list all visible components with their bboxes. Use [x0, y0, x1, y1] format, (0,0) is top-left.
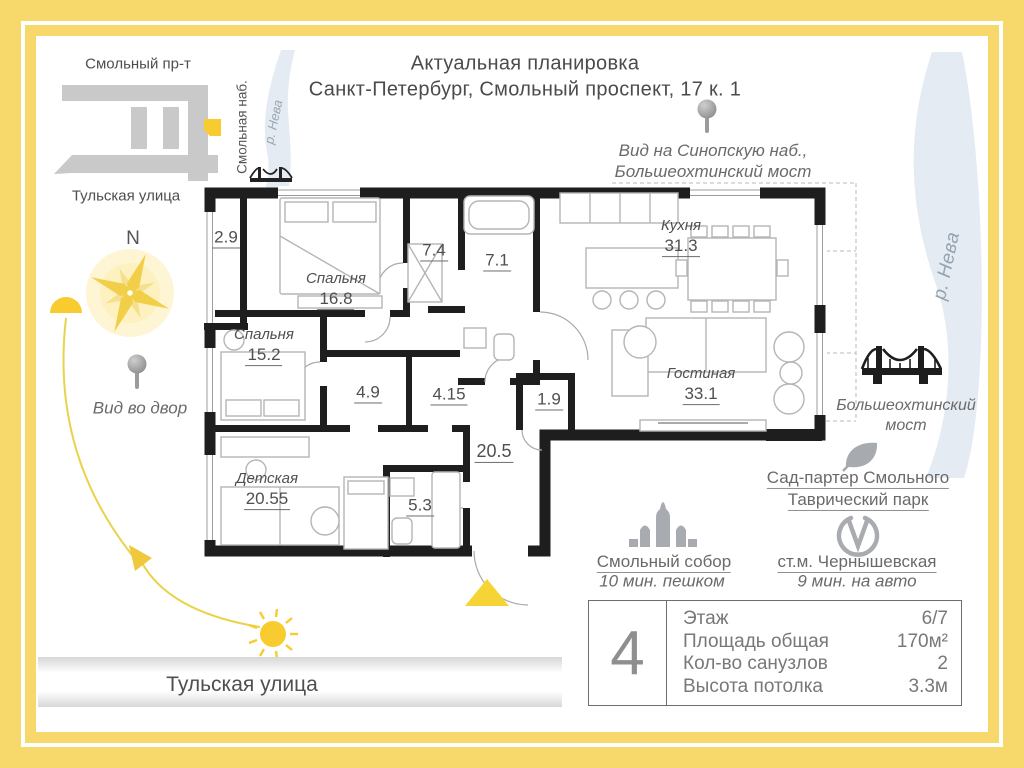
location-marker-icon [204, 119, 221, 136]
metro-link: ст.м. Чернышевская [777, 551, 937, 574]
minimap-bridge-icon [249, 167, 293, 182]
bridge-label-line1: Большеохтинский [836, 397, 976, 414]
bridge-label-line2: мост [885, 417, 927, 434]
park-link: Сад-партер Смольного Таврический парк [766, 467, 950, 512]
minimap-embankment-label: Смольная наб. [234, 80, 250, 174]
minimap-river-band [261, 50, 295, 200]
cathedral-link: Смольный собор [596, 551, 732, 574]
yard-pin-icon [127, 354, 147, 389]
room-label-balcony: 2.9 [212, 227, 240, 249]
room-label-bedroom2: Спальня 15.2 [234, 326, 294, 366]
room-label-wardrobe: 7.4 [420, 240, 448, 262]
street-band-label: Тульская улица [166, 672, 318, 696]
window [203, 186, 827, 558]
room-label-kitchen: Кухня 31.3 [661, 217, 701, 257]
sun-icon [248, 608, 298, 660]
info-rooms-count: 4 [589, 601, 667, 705]
room-label-closet3: 1.9 [535, 389, 563, 411]
park-link-line2: Таврический парк [787, 490, 929, 512]
minimap-street-top-label: Смольный пр-т [85, 55, 191, 73]
compass-north-label: N [126, 228, 140, 250]
furniture [220, 192, 805, 550]
street-band [38, 657, 562, 707]
view-embankment-note: Вид на Синопскую наб., Большеохтинский м… [615, 140, 812, 183]
room-label-bathroom2: 5.3 [406, 495, 434, 517]
sun-path-arc [62, 317, 261, 628]
page-subtitle: Санкт-Петербург, Смольный проспект, 17 к… [308, 78, 742, 101]
cathedral-eta: 10 мин. пешком [599, 571, 725, 591]
bridge-label: Большеохтинский мост [836, 396, 976, 436]
room-label-kids: Детская 20.55 [236, 470, 298, 510]
minimap-street-bottom-label: Тульская улица [71, 187, 181, 205]
room-label-living: Гостиная 33.1 [667, 365, 735, 405]
compass-rose-icon [86, 249, 174, 337]
river-band [913, 52, 982, 478]
view-embankment-line2: Большеохтинский мост [614, 162, 812, 181]
sun-path-arrow [129, 545, 152, 571]
metro-name: ст.м. Чернышевская [777, 552, 937, 574]
metro-eta: 9 мин. на авто [797, 571, 917, 591]
metro-logo-icon [836, 515, 880, 557]
room-label-bathroom1: 7.1 [483, 250, 511, 272]
page-title: Актуальная планировка [410, 52, 640, 75]
room-label-closet2: 4.15 [430, 384, 468, 406]
map-pin-icon [697, 99, 717, 133]
cathedral-name: Смольный собор [596, 552, 732, 574]
sunset-dome-icon [50, 297, 82, 313]
room-label-bedroom1: Спальня 16.8 [306, 270, 366, 310]
cathedral-icon [629, 502, 697, 547]
leaf-icon [842, 442, 878, 472]
entrance-arrow-icon [465, 579, 509, 606]
view-embankment-line1: Вид на Синопскую наб., [618, 140, 808, 160]
bridge-icon [860, 346, 943, 384]
room-label-hall: 20.5 [474, 441, 514, 464]
minimap-building [54, 85, 218, 181]
view-dashed-lines [612, 182, 857, 422]
park-link-line1: Сад-партер Смольного [766, 468, 950, 489]
view-yard-note: Вид во двор [92, 398, 188, 418]
room-label-closet1: 4.9 [354, 382, 382, 404]
